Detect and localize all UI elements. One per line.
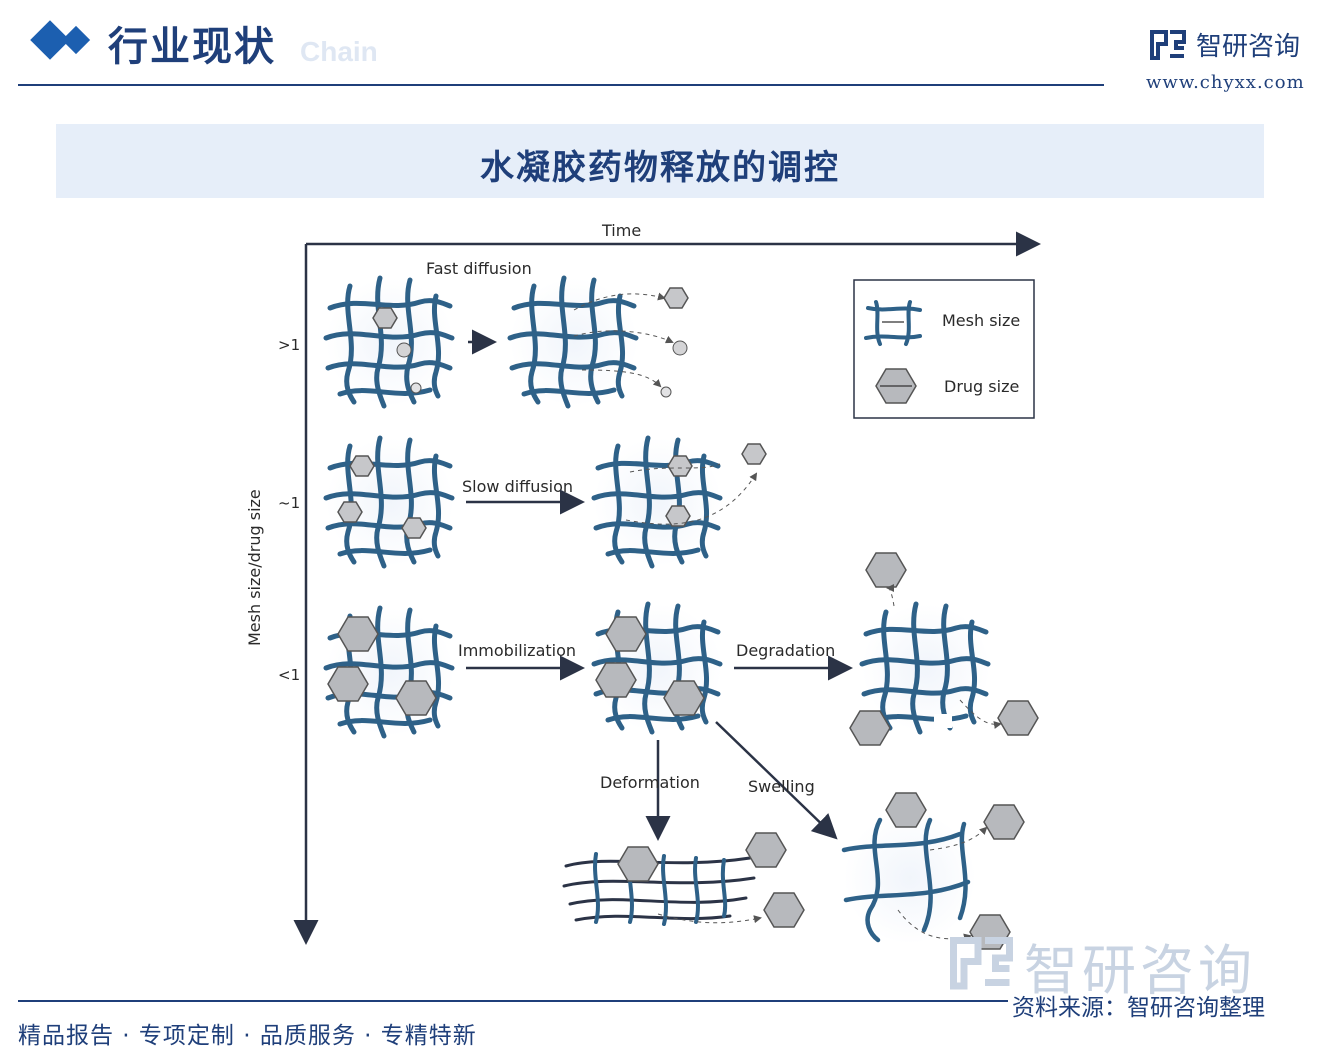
footer-source: 资料来源：智研咨询整理	[1012, 995, 1265, 1021]
row-label-eq1: ~1	[278, 494, 300, 512]
y-axis-label: Mesh size/drug size	[245, 489, 264, 646]
legend-drug-label: Drug size	[944, 377, 1019, 396]
watermark-text: 智研咨询	[1024, 939, 1256, 1002]
watermark-logo-icon	[950, 937, 1013, 990]
mesh-slow-before	[326, 438, 454, 566]
legend-mesh-label: Mesh size	[942, 311, 1020, 330]
legend-box: Mesh size Drug size	[853, 279, 1035, 419]
mesh-immob-before	[326, 608, 454, 736]
brand-url: www.chyxx.com	[1146, 72, 1305, 93]
banner-title: 水凝胶药物释放的调控	[480, 148, 840, 188]
process-slow-diffusion: Slow diffusion	[462, 477, 573, 496]
arrow-swelling	[715, 721, 838, 840]
process-swelling: Swelling	[748, 777, 815, 796]
row-label-gt1: >1	[278, 336, 300, 354]
section-banner: 水凝胶药物释放的调控	[56, 124, 1264, 198]
process-immobilization: Immobilization	[458, 641, 576, 660]
header-divider	[18, 84, 1104, 86]
mesh-slow-after	[594, 438, 767, 566]
process-fast-diffusion: Fast diffusion	[426, 259, 532, 278]
mesh-degraded	[849, 552, 1039, 746]
footer-divider	[18, 1000, 1008, 1002]
process-deformation: Deformation	[600, 773, 700, 792]
mesh-fast-after	[510, 278, 689, 406]
hydrogel-release-diagram: Time Mesh size/drug size >1 ~1 <1 Fast d…	[245, 221, 1041, 950]
mesh-deformed	[562, 832, 805, 928]
mesh-swollen	[841, 792, 1025, 950]
mesh-immob-after	[594, 604, 722, 732]
brand-name: 智研咨询	[1196, 32, 1301, 62]
header-diamond-small-icon	[61, 25, 91, 55]
header-ghost-text: Chain	[300, 36, 378, 67]
page-title: 行业现状	[108, 24, 276, 70]
footer-slogan: 精品报告 · 专项定制 · 品质服务 · 专精特新	[18, 1023, 477, 1049]
row-label-lt1: <1	[278, 666, 300, 684]
x-axis-label: Time	[601, 221, 641, 240]
brand-logo-icon	[1150, 30, 1186, 60]
mesh-fast-before	[326, 278, 454, 406]
process-degradation: Degradation	[736, 641, 835, 660]
